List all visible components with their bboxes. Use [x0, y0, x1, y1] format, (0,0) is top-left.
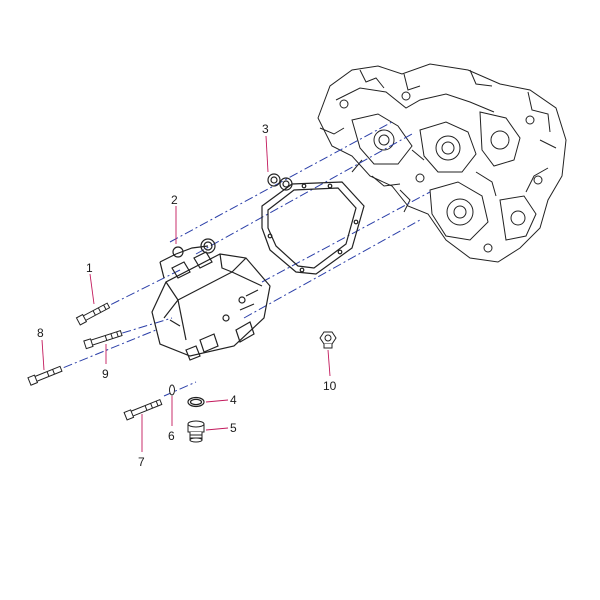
callout-6: 6 — [168, 429, 175, 443]
gasket — [261, 173, 365, 275]
callout-7: 7 — [138, 455, 145, 469]
leader-lines — [41, 135, 331, 452]
o-ring-4 — [187, 396, 205, 408]
callout-4: 4 — [230, 393, 237, 407]
bolt-7 — [123, 398, 163, 421]
assembly-centerlines — [47, 121, 431, 397]
bolt-8 — [27, 365, 63, 386]
washer-6 — [169, 384, 175, 396]
bolt-9 — [83, 329, 123, 350]
callout-2: 2 — [171, 193, 178, 207]
callout-9: 9 — [102, 367, 109, 381]
callout-1: 1 — [86, 261, 93, 275]
engine-block — [317, 63, 567, 263]
nut-10 — [319, 331, 337, 349]
callout-10: 10 — [323, 379, 337, 393]
callout-5: 5 — [230, 421, 237, 435]
oil-cooler-housing — [151, 238, 271, 361]
callout-8: 8 — [37, 326, 44, 340]
callout-3: 3 — [262, 122, 269, 136]
drain-plug-5 — [187, 420, 205, 443]
bolt-1 — [75, 302, 111, 326]
